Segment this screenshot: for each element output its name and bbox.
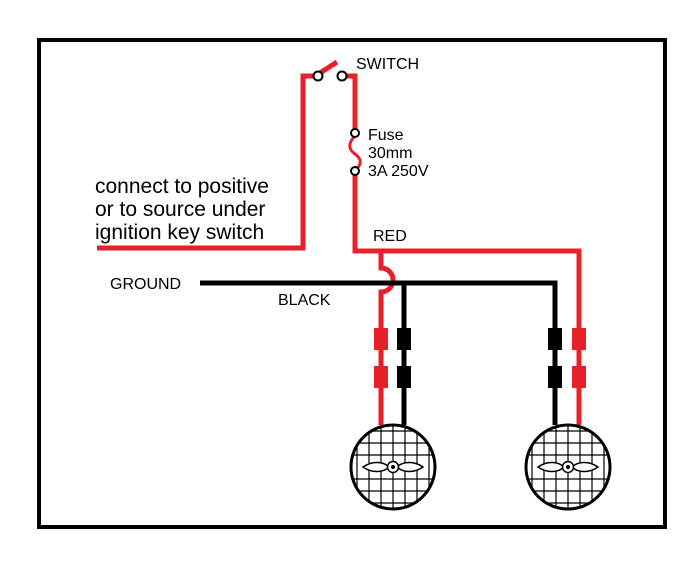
connectors-left [374, 328, 411, 388]
fuse-terminal-bottom [350, 166, 360, 176]
switch-blade [318, 59, 339, 76]
switch-label: SWITCH [356, 56, 419, 73]
black-wire-group [200, 280, 558, 425]
connector-black-left-top [397, 328, 411, 350]
connect-label-line3: ignition key switch [95, 221, 264, 244]
connector-black-right-top [548, 328, 562, 350]
black-wire-label: BLACK [278, 292, 331, 309]
red-wire-left-branch [378, 251, 396, 328]
connectors-right [548, 328, 586, 388]
red-wire-switch-to-fuse [342, 73, 358, 129]
red-wire-fuse-to-bus [352, 175, 582, 328]
diagram-frame [37, 38, 667, 529]
connector-red-left-bottom [374, 366, 388, 388]
switch-contact-right [336, 70, 348, 82]
connector-red-right-top [572, 328, 586, 350]
connector-black-right-bottom [548, 366, 562, 388]
connector-black-left-bottom [397, 366, 411, 388]
connect-label-line1: connect to positive [95, 175, 269, 198]
lamp-left-rim [349, 423, 437, 511]
connector-red-left-top [374, 328, 388, 350]
red-wire-source-to-switch [97, 73, 318, 251]
fuse-rating-label: 3A 250V [368, 163, 429, 180]
connect-label-line2: or to source under [95, 198, 265, 221]
fuse-terminal-top [350, 128, 360, 138]
ground-label: GROUND [110, 276, 181, 293]
red-wire-label: RED [373, 228, 407, 245]
connector-red-right-bottom [572, 366, 586, 388]
black-wire-ground-bus [200, 280, 558, 328]
lamp-right [524, 423, 612, 511]
lamp-right-rim [524, 423, 612, 511]
fuse-element [348, 134, 362, 172]
fuse-size-label: 30mm [368, 145, 412, 162]
fuse-name-label: Fuse [368, 127, 404, 144]
lamp-left [349, 423, 437, 511]
switch-contact-left [312, 70, 324, 82]
red-wire-group [97, 59, 582, 425]
